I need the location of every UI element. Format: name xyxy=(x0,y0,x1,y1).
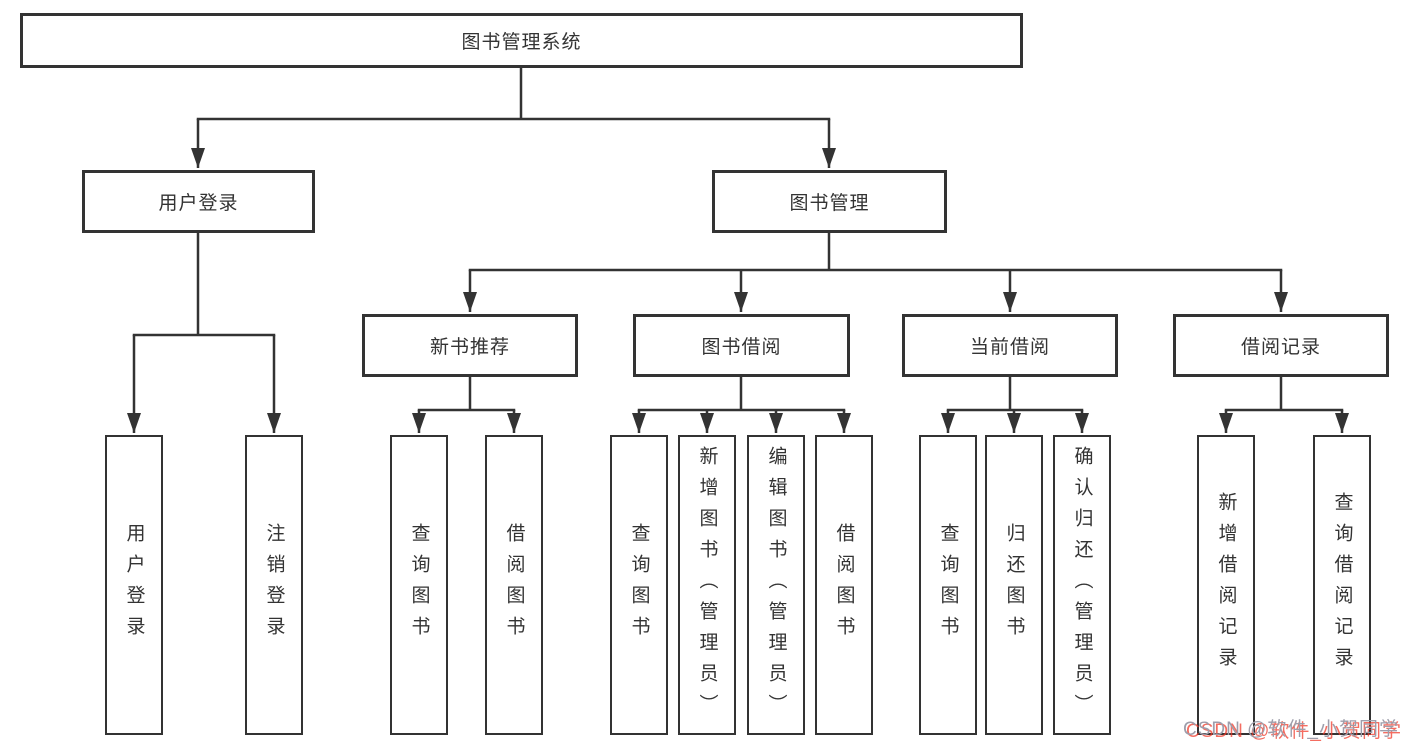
node-book-management-label: 图书管理 xyxy=(789,193,870,214)
leaf-query-borrow-record: 查询借阅记录 xyxy=(1313,435,1371,735)
node-new-book-recommend: 新书推荐 xyxy=(362,314,578,377)
node-borrowing-records: 借阅记录 xyxy=(1173,314,1389,377)
leaf-query-borrow-record-label: 查询借阅记录 xyxy=(1331,492,1353,678)
leaf-return-books: 归还图书 xyxy=(985,435,1043,735)
leaf-logout-label: 注销登录 xyxy=(263,523,285,647)
leaf-add-borrow-record: 新增借阅记录 xyxy=(1197,435,1255,735)
leaf-borrow-books-2: 借阅图书 xyxy=(815,435,873,735)
leaf-query-books-2: 查询图书 xyxy=(610,435,668,735)
node-current-borrowing: 当前借阅 xyxy=(902,314,1118,377)
leaf-query-books-2-label: 查询图书 xyxy=(628,523,650,647)
leaf-add-borrow-record-label: 新增借阅记录 xyxy=(1215,492,1237,678)
node-root-label: 图书管理系统 xyxy=(461,32,582,53)
leaf-borrow-books-1: 借阅图书 xyxy=(485,435,543,735)
node-book-borrowing: 图书借阅 xyxy=(633,314,850,377)
node-borrowing-records-label: 借阅记录 xyxy=(1240,337,1321,358)
leaf-edit-books-admin: 编辑图书（管理员） xyxy=(747,435,805,735)
leaf-query-books-1: 查询图书 xyxy=(390,435,448,735)
leaf-return-books-label: 归还图书 xyxy=(1003,523,1025,647)
leaf-logout: 注销登录 xyxy=(245,435,303,735)
leaf-edit-books-admin-label: 编辑图书（管理员） xyxy=(765,445,787,725)
leaf-query-books-1-label: 查询图书 xyxy=(408,523,430,647)
node-user-login-label: 用户登录 xyxy=(158,193,239,214)
leaf-add-books-admin: 新增图书（管理员） xyxy=(678,435,736,735)
leaf-borrow-books-1-label: 借阅图书 xyxy=(503,523,525,647)
node-book-borrowing-label: 图书借阅 xyxy=(701,337,782,358)
leaf-query-books-3-label: 查询图书 xyxy=(937,523,959,647)
leaf-add-books-admin-label: 新增图书（管理员） xyxy=(696,445,718,725)
leaf-user-login: 用户登录 xyxy=(105,435,163,735)
leaf-confirm-return-admin: 确认归还（管理员） xyxy=(1053,435,1111,735)
leaf-confirm-return-admin-label: 确认归还（管理员） xyxy=(1071,445,1093,725)
csdn-watermark: CSDN @软件_小贺同学 xyxy=(1183,719,1399,740)
node-root: 图书管理系统 xyxy=(20,13,1023,68)
node-new-book-recommend-label: 新书推荐 xyxy=(429,337,510,358)
leaf-query-books-3: 查询图书 xyxy=(919,435,977,735)
node-current-borrowing-label: 当前借阅 xyxy=(969,337,1050,358)
leaf-user-login-label: 用户登录 xyxy=(123,523,145,647)
node-user-login: 用户登录 xyxy=(82,170,315,233)
node-book-management: 图书管理 xyxy=(712,170,947,233)
leaf-borrow-books-2-label: 借阅图书 xyxy=(833,523,855,647)
